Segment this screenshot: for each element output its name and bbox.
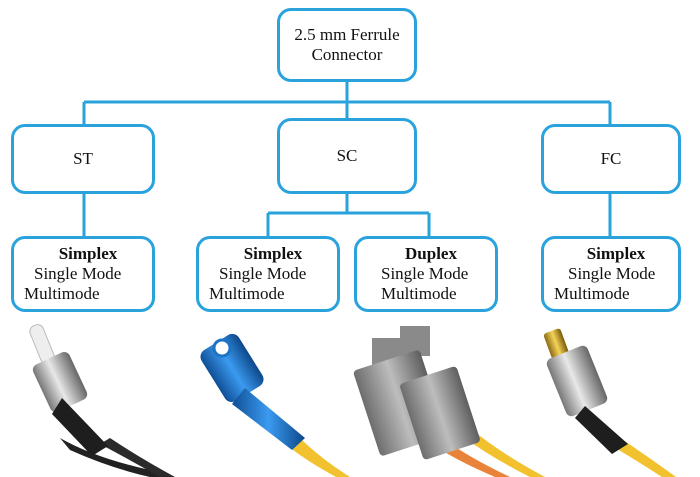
sc-simplex-connector-photo-icon — [200, 333, 350, 477]
type-label-fc: FC — [600, 149, 622, 168]
root-title-line1: 2.5 mm Ferrule — [294, 25, 400, 44]
variant-mode-single: Single Mode — [219, 264, 307, 283]
root-connector-box: 2.5 mm Ferrule Connector — [277, 8, 417, 82]
st-connector-photo-icon — [29, 324, 175, 477]
variant-mode-multi: Multimode — [209, 284, 285, 303]
variant-mode-multi: Multimode — [381, 284, 457, 303]
type-box-st: ST — [11, 124, 155, 194]
variant-box-sc-simplex: Simplex Single Mode Multimode — [196, 236, 340, 312]
variant-kind: Simplex — [58, 244, 118, 263]
variant-mode-single: Single Mode — [381, 264, 469, 283]
type-box-fc: FC — [541, 124, 681, 194]
variant-mode-multi: Multimode — [24, 284, 100, 303]
variant-mode-single: Single Mode — [568, 264, 656, 283]
variant-box-st-simplex: Simplex Single Mode Multimode — [11, 236, 155, 312]
root-title-line2: Connector — [311, 45, 383, 64]
variant-mode-multi: Multimode — [554, 284, 630, 303]
type-label-st: ST — [73, 149, 93, 168]
variant-kind: Simplex — [243, 244, 303, 263]
variant-kind: Duplex — [405, 244, 457, 263]
type-box-sc: SC — [277, 118, 417, 194]
type-label-sc: SC — [336, 146, 358, 165]
sc-duplex-connector-photo-icon — [353, 326, 545, 477]
fc-connector-photo-icon — [543, 328, 676, 477]
hierarchy-connector-lines — [82, 82, 612, 236]
variant-box-fc-simplex: Simplex Single Mode Multimode — [541, 236, 681, 312]
variant-box-sc-duplex: Duplex Single Mode Multimode — [354, 236, 498, 312]
variant-mode-single: Single Mode — [34, 264, 122, 283]
connector-photos — [29, 324, 676, 477]
variant-kind: Simplex — [586, 244, 646, 263]
